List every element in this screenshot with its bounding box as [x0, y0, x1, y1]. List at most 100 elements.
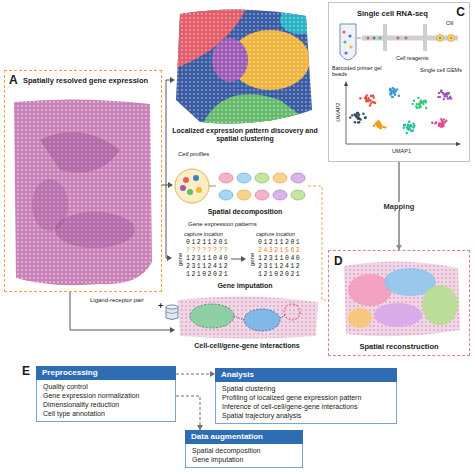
illustration-part [237, 190, 251, 200]
list-header: Preprocessing [36, 366, 176, 380]
illustration-part [183, 177, 189, 183]
axis-label: UMAP2 [335, 103, 341, 122]
illustration-part [255, 173, 269, 183]
umap-dot [412, 123, 414, 125]
umap-dot [419, 101, 421, 103]
illustration-part [166, 305, 178, 309]
panel-letter: A [9, 73, 18, 87]
umap-dot [377, 126, 379, 128]
umap-dot [398, 95, 400, 97]
umap-dot [357, 121, 359, 123]
illustration-part [280, 315, 285, 318]
illustration-part [55, 212, 135, 248]
callout-label: Barcoded primer gel beads [332, 65, 392, 78]
illustration-part [14, 99, 152, 285]
umap-dot [444, 93, 446, 95]
umap-dot [435, 121, 437, 123]
umap-dot [354, 121, 356, 123]
illustration-part [385, 24, 425, 51]
umap-dot [390, 91, 392, 93]
umap-dot [354, 113, 356, 115]
umap-dot [349, 116, 351, 118]
panel-caption: Localized expression pattern discovery a… [172, 127, 318, 143]
umap-dot [444, 121, 446, 123]
umap-dot [370, 95, 372, 97]
umap-dot [441, 125, 443, 127]
axis-label: capture location [184, 231, 223, 237]
umap-dot [408, 121, 410, 123]
list-item: Spatial trajectory analysis [222, 411, 390, 420]
umap-dot [389, 88, 391, 90]
illustration-part [190, 304, 234, 328]
matrix-row: 24321562 [258, 247, 301, 255]
umap-dot [369, 104, 371, 106]
illustration-part [234, 316, 244, 320]
umap-dot [444, 94, 446, 96]
connector-line [176, 374, 215, 375]
panel-title: Spatial reconstruction [329, 342, 469, 351]
illustration-part [187, 189, 193, 195]
illustration-part [349, 45, 352, 48]
list-body: Quality controlGene expression normaliza… [36, 380, 176, 422]
umap-dot [369, 99, 371, 101]
umap-dot [365, 116, 367, 118]
dashed-link [308, 186, 326, 300]
illustration-part [231, 259, 242, 260]
list-body: Spatial clusteringProfiling of localized… [215, 382, 397, 424]
illustration-part [456, 142, 461, 146]
illustration-part [237, 173, 251, 183]
umap-dot [410, 125, 412, 127]
umap-dot [367, 97, 369, 99]
umap-dot [416, 107, 418, 109]
umap-dot [431, 122, 433, 124]
illustration-part [178, 296, 318, 338]
illustration-part [291, 190, 305, 200]
illustration-part [32, 179, 68, 231]
illustration-part [422, 285, 458, 325]
matrix-row: ???????? [186, 247, 229, 255]
illustration-part [219, 173, 233, 183]
illustration-part [437, 35, 444, 42]
umap-dot [354, 114, 356, 116]
axis-label: UMAP1 [392, 148, 411, 154]
umap-dot [424, 100, 426, 102]
callout-label: Cell reagents [396, 55, 428, 61]
illustration-part [448, 35, 455, 42]
tissue-a [14, 99, 152, 285]
umap-dot [376, 121, 378, 123]
illustration-part [70, 292, 170, 330]
umap-dot [407, 126, 409, 128]
umap-dot [406, 132, 408, 134]
matrix-row: 12311040 [258, 255, 301, 263]
list-item: Gene expression normalization [43, 391, 169, 400]
callout-label: Oil [446, 20, 453, 27]
umap-dot [416, 103, 418, 105]
illustration-part [168, 182, 173, 188]
panel-letter: D [334, 254, 343, 268]
umap-dot [443, 121, 445, 123]
umap-dot [359, 118, 361, 120]
illustration-part [357, 38, 361, 39]
illustration-part [209, 186, 216, 187]
flow-arrowheads [167, 77, 175, 333]
callout-label: Single cell GEMs [420, 67, 462, 73]
decomposition-figure [175, 169, 305, 203]
umap-dot [434, 122, 436, 124]
umap-dot [419, 104, 421, 106]
illustration-part [175, 169, 209, 203]
panel-caption: Spatial decomposition [175, 208, 315, 216]
umap-dot [359, 118, 361, 120]
illustration-part [373, 37, 376, 40]
umap-dot [359, 97, 361, 99]
umap-dot [356, 112, 358, 114]
umap-dot [438, 125, 440, 127]
umap-dot [418, 106, 420, 108]
umap-dot [362, 113, 364, 115]
plus-sign: + [158, 301, 163, 311]
umap-dot [410, 130, 412, 132]
panel-letter: E [22, 365, 30, 379]
umap-dot [413, 125, 415, 127]
list-item: Inference of cell-cell/gene-gene interac… [222, 402, 390, 411]
umap-dot [358, 114, 360, 116]
